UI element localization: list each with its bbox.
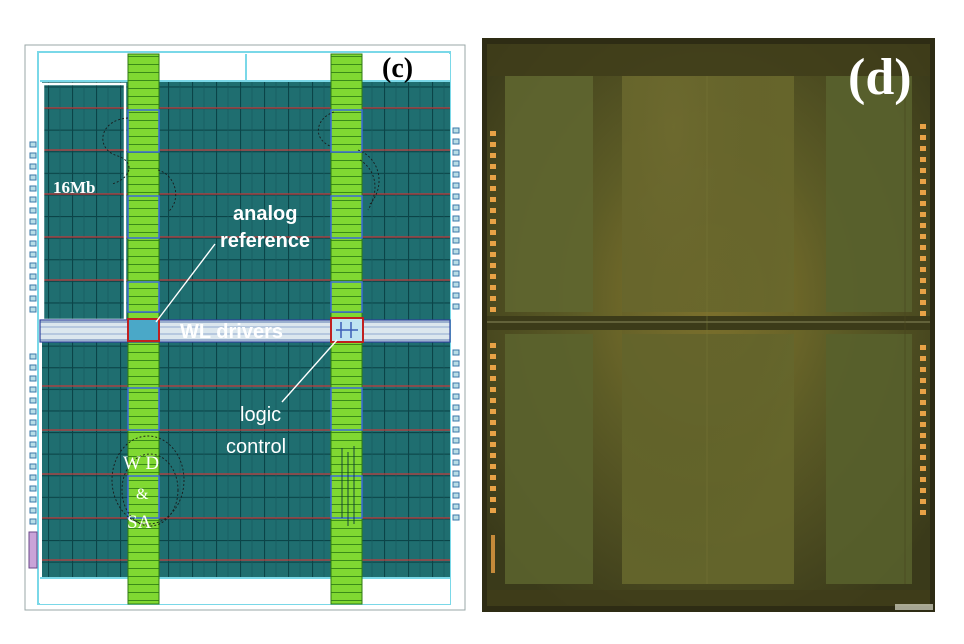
die-left-pads <box>490 131 496 513</box>
annotation-loops <box>102 111 380 527</box>
panel-c-label: (c) <box>382 53 413 84</box>
sa-label: SA <box>127 512 152 533</box>
wd-label: W D <box>123 453 159 474</box>
logic-control-label-2: control <box>226 436 286 458</box>
left-pad-group <box>28 531 38 569</box>
die-left-pad-strip <box>491 535 495 573</box>
wl-drivers-label: WL drivers <box>180 321 283 343</box>
bottom-margin <box>40 578 450 604</box>
right-pads <box>452 127 460 521</box>
analog-reference-label-1: analog <box>233 203 297 225</box>
analog-reference-block <box>127 318 160 342</box>
analog-reference-pointer <box>155 243 216 323</box>
die-center-stripe <box>487 316 930 330</box>
analog-reference-label-2: reference <box>220 230 310 252</box>
lower-array <box>42 342 450 577</box>
logic-control-pointer <box>281 339 338 403</box>
logic-control-label-1: logic <box>240 404 281 426</box>
red-bitlines <box>42 107 450 561</box>
left-pads <box>29 141 37 525</box>
block-16mb-label: 16Mb <box>53 178 96 197</box>
die-subarrays <box>505 76 912 584</box>
die-right-pads <box>920 124 926 515</box>
panel-d-label: (d) <box>848 49 912 106</box>
panel-d-die-photo: (d) <box>482 38 935 612</box>
panel-c-layout: (c) 16Mb analog reference WL drivers log… <box>24 44 466 611</box>
ampersand-label: & <box>136 486 149 503</box>
upper-array <box>42 82 450 320</box>
column-blocks <box>127 109 363 519</box>
